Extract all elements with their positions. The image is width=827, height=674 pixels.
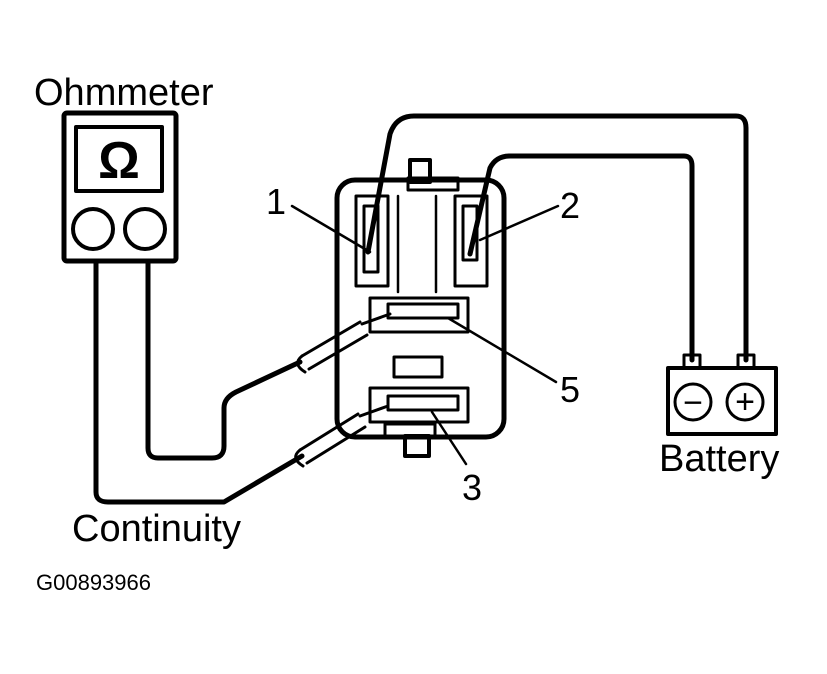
battery-body	[666, 366, 778, 436]
terminal-label-2: 2	[560, 185, 581, 226]
battery-minus-circle	[673, 382, 713, 422]
ohmmeter-lead-left	[93, 259, 305, 505]
terminal-pin-3	[386, 394, 460, 412]
battery-plus-icon: +	[735, 383, 755, 421]
relay-top-tab	[408, 158, 432, 184]
ohmmeter-jack-left	[71, 207, 115, 251]
battery-terminal-positive	[736, 353, 756, 370]
terminal-housing-5	[368, 296, 470, 334]
relay-top-bar	[406, 176, 460, 192]
continuity-label: Continuity	[72, 508, 241, 550]
ohmmeter-lead-right	[145, 259, 303, 461]
ohm-symbol-icon: Ω	[98, 132, 140, 190]
terminal-pin-5	[386, 302, 460, 320]
battery-negative-lead	[467, 153, 695, 363]
relay-body	[334, 158, 507, 458]
terminal-housing-3	[368, 386, 470, 424]
terminal-housing-1	[354, 194, 390, 288]
battery-plus-circle	[725, 382, 765, 422]
ohmmeter-label: Ohmmeter	[34, 72, 214, 114]
terminal-label-5: 5	[560, 369, 581, 410]
leader-line-1	[290, 204, 372, 254]
figure-code: G00893966	[36, 570, 151, 595]
relay-bottom-tab	[403, 434, 431, 458]
battery-device	[666, 353, 778, 436]
battery-positive-lead	[365, 113, 749, 363]
terminal-label-3: 3	[462, 467, 483, 508]
battery-minus-icon: −	[683, 384, 703, 422]
ohmmeter-device	[61, 110, 179, 264]
battery-terminal-negative	[682, 353, 702, 370]
leader-line-2	[478, 204, 560, 242]
leader-line-5	[446, 316, 558, 384]
battery-label: Battery	[659, 438, 780, 480]
leader-line-3	[430, 410, 468, 466]
relay-center-slot	[392, 355, 444, 379]
probe-upper	[296, 312, 392, 374]
terminal-label-1: 1	[266, 181, 287, 222]
ohmmeter-body	[61, 110, 179, 264]
relay-bottom-bar	[383, 422, 437, 440]
probe-lower	[294, 404, 390, 468]
ohmmeter-display	[74, 125, 164, 193]
ohmmeter-jack-right	[123, 207, 167, 251]
terminal-pin-1	[362, 204, 380, 274]
terminal-housing-2	[453, 194, 489, 288]
